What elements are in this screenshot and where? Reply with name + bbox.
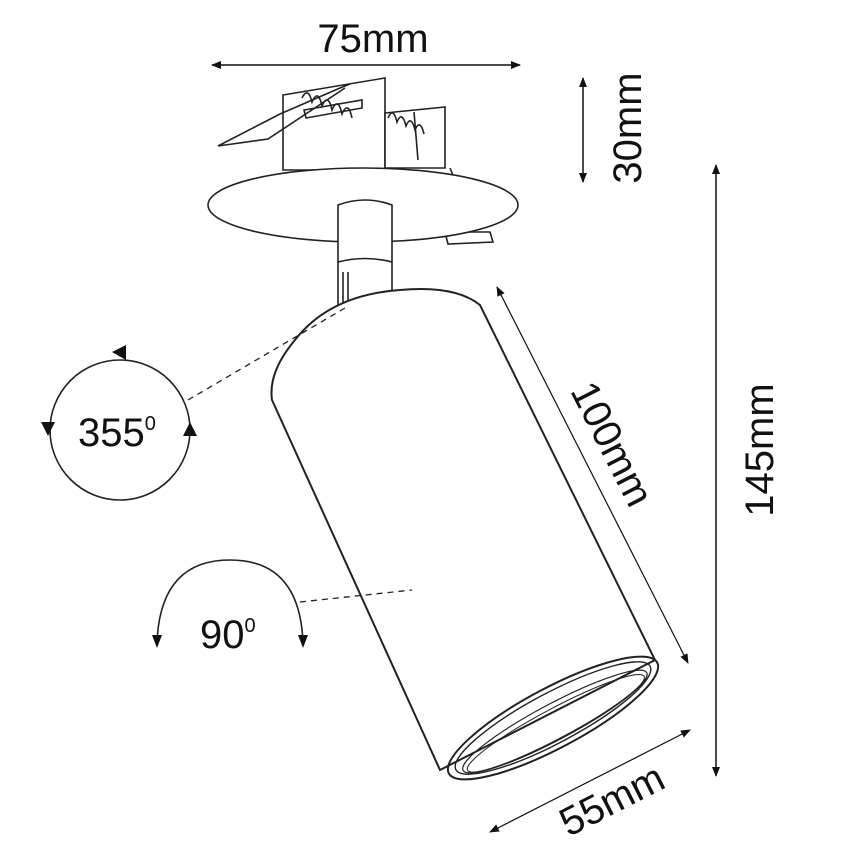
width-label: 75mm <box>317 17 428 61</box>
tilt-arrow-icon <box>298 635 308 648</box>
height-label: 145mm <box>738 383 782 516</box>
depth-label: 30mm <box>606 72 650 183</box>
cylinder-body <box>270 288 660 781</box>
width-dimension: 75mm <box>211 17 521 69</box>
rotate-arrow-icon <box>41 422 55 436</box>
tilt-arrow-icon <box>152 635 162 648</box>
rotate-arrow-icon <box>112 345 126 360</box>
depth-dimension: 30mm <box>579 72 650 184</box>
diameter-dimension: 55mm <box>489 729 691 846</box>
height-dimension: 145mm <box>712 164 782 777</box>
rotate-arrow-icon <box>183 422 197 436</box>
vertical-tilt-indicator: 900 <box>152 559 413 657</box>
diameter-label: 55mm <box>553 756 672 846</box>
vertical-tilt-label: 900 <box>200 613 256 657</box>
horizontal-rotation-indicator: 3550 <box>41 307 346 501</box>
spring-clip-bracket <box>217 77 495 245</box>
horizontal-rotation-label: 3550 <box>78 411 156 455</box>
